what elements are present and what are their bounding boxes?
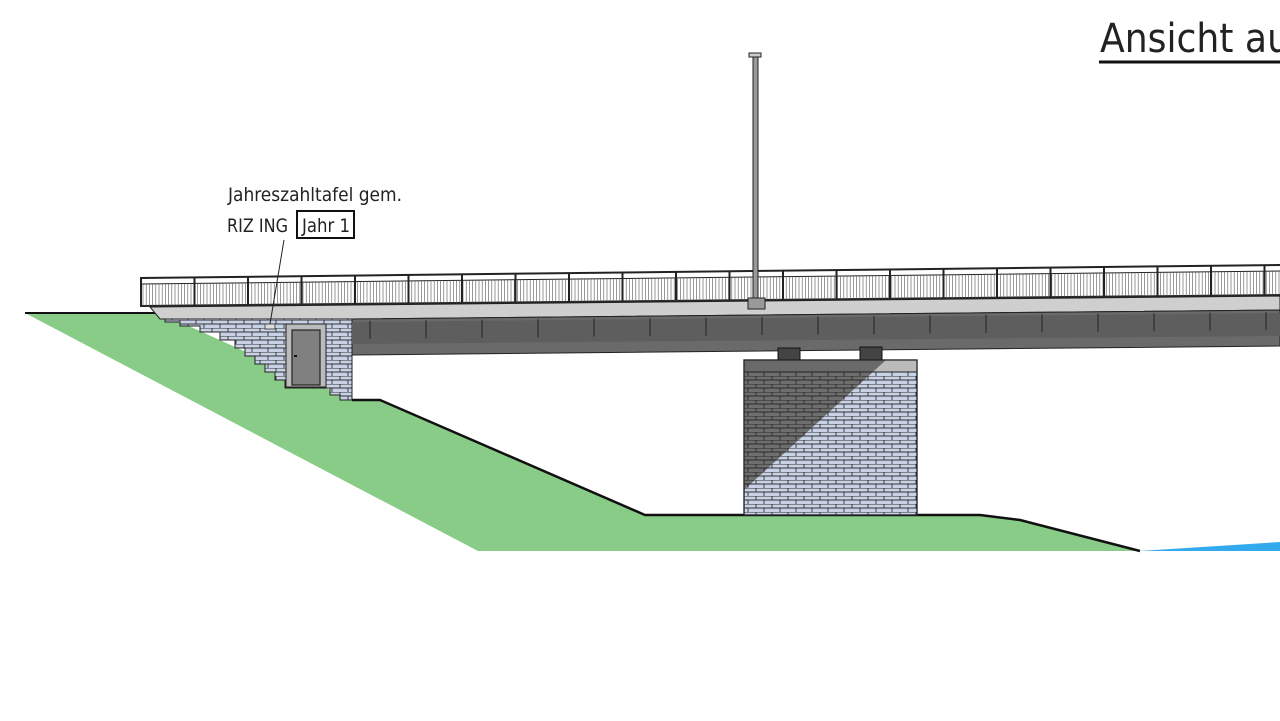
- leader-line: [269, 239, 285, 325]
- embankment-ground: [25, 313, 1140, 551]
- bridge-pier: [743, 346, 918, 516]
- annotation-line1: Jahreszahltafel gem.: [227, 184, 402, 206]
- girder-web: [352, 313, 1280, 344]
- annotation-box: [296, 210, 355, 239]
- lamp-pole: [747, 52, 766, 310]
- maintenance-door: [291, 329, 321, 386]
- annotation-line2: RIZ ING: [227, 215, 288, 237]
- door-handle-icon: [294, 355, 297, 357]
- girder-stiffeners: [369, 312, 1267, 339]
- water: [1140, 542, 1280, 551]
- bridge-railing: [139, 264, 1280, 307]
- year-plaque: [264, 323, 276, 330]
- annotation-boxed-text: Jahr 1: [301, 215, 350, 237]
- view-title: Ansicht au: [1100, 16, 1280, 62]
- year-plaque-annotation: Jahreszahltafel gem. RIZ ING Jahr 1: [227, 184, 402, 325]
